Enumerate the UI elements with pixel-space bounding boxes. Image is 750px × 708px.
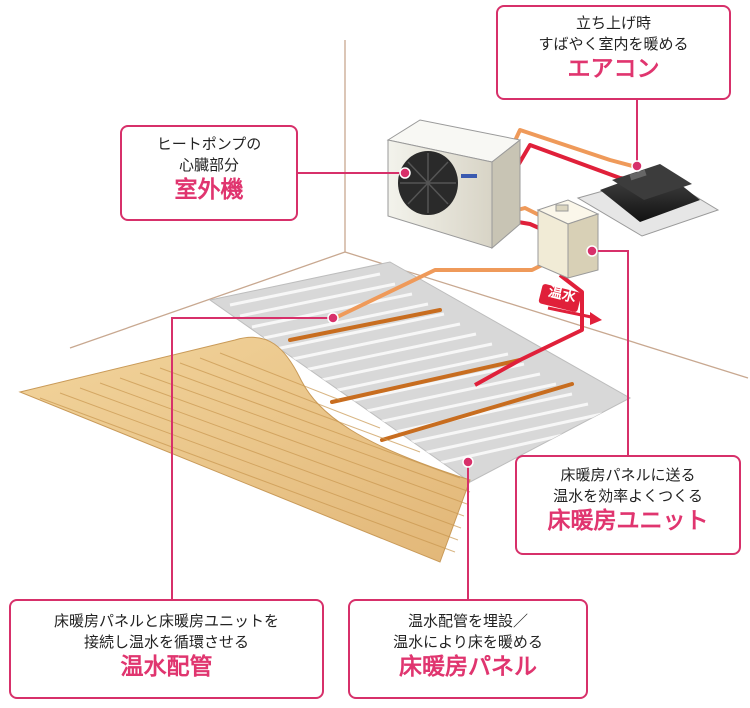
callout-line: ヒートポンプの (156, 135, 262, 153)
warm-water-label: 温水 (541, 284, 583, 306)
callout-line: 心臓部分 (178, 156, 239, 174)
callout-line: 温水を効率よくつくる (553, 487, 703, 505)
callout-leader-lines (171, 100, 638, 599)
callout-title: 床暖房パネル (399, 654, 537, 680)
warm-water-flow-arrow (538, 284, 602, 325)
floor-heating-unit (536, 199, 600, 279)
callout-line: 温水配管を埋設／ (407, 612, 528, 630)
callout-air-conditioner: 立ち上げ時 すばやく室内を暖める エアコン (496, 5, 731, 100)
callout-line: すばやく室内を暖める (538, 35, 689, 53)
air-conditioner (576, 164, 720, 237)
callout-line: 床暖房パネルと床暖房ユニットを (53, 612, 279, 630)
callout-floor-heating-panel: 温水配管を埋設／ 温水により床を暖める 床暖房パネル (348, 599, 588, 699)
callout-line: 床暖房パネルに送る (560, 466, 696, 484)
callout-line: 温水により床を暖める (393, 633, 543, 651)
callout-line: 接続し温水を循環させる (83, 633, 249, 651)
callout-line: 立ち上げ時 (575, 14, 651, 32)
callout-title: 温水配管 (120, 654, 213, 680)
callout-floor-heating-unit: 床暖房パネルに送る 温水を効率よくつくる 床暖房ユニット (515, 455, 741, 555)
callout-title: エアコン (567, 56, 660, 82)
outdoor-unit (386, 119, 522, 250)
callout-hot-water-piping: 床暖房パネルと床暖房ユニットを 接続し温水を循環させる 温水配管 (9, 599, 324, 699)
callout-title: 室外機 (174, 177, 244, 203)
callout-title: 床暖房ユニット (547, 508, 709, 534)
wood-flooring (18, 336, 471, 563)
callout-outdoor-unit: ヒートポンプの 心臓部分 室外機 (120, 125, 298, 221)
room-wall-lines (69, 40, 749, 379)
callout-dots (327, 160, 643, 468)
